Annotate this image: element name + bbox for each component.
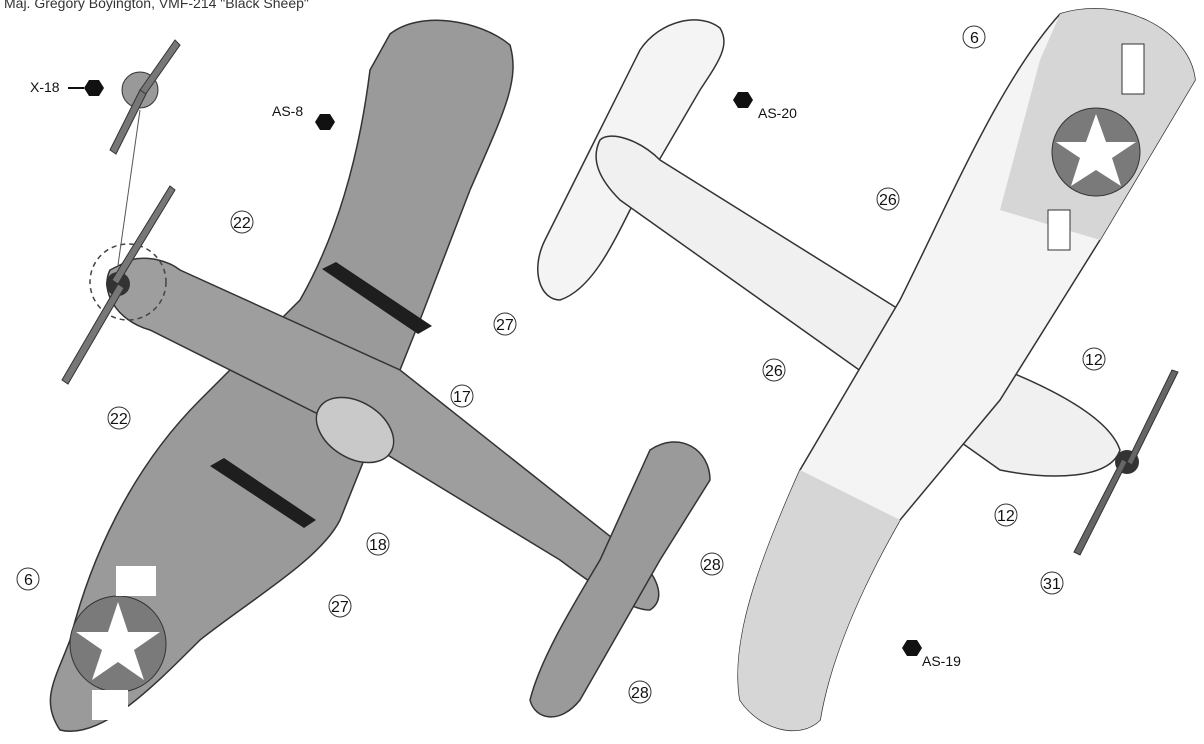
callout-27-lower: 27 <box>328 594 352 618</box>
roundel-bar-bottom <box>92 690 128 720</box>
code-marker-as20: AS-20 <box>733 92 797 121</box>
svg-text:22: 22 <box>110 411 128 428</box>
dark-stripe-upper <box>322 262 432 334</box>
callout-28-upper: 28 <box>700 552 724 576</box>
svg-text:6: 6 <box>970 30 979 47</box>
code-marker-as19: AS-19 <box>902 640 961 669</box>
cowling-highlight <box>89 243 167 321</box>
callout-28-lower: 28 <box>628 680 652 704</box>
code-marker-x18: X-18 <box>30 79 104 96</box>
code-label: AS-8 <box>272 103 303 119</box>
bottom-view-star <box>1056 114 1136 186</box>
top-view-tail <box>529 441 711 718</box>
callout-12-lower: 12 <box>994 503 1018 527</box>
underside-panel-lower <box>738 470 900 731</box>
code-label: X-18 <box>30 79 60 95</box>
callout-12-upper: 12 <box>1082 347 1106 371</box>
callout-27-upper: 27 <box>493 312 517 336</box>
svg-text:6: 6 <box>24 572 33 589</box>
svg-text:12: 12 <box>997 508 1015 525</box>
callout-18: 18 <box>366 532 390 556</box>
propeller-blade-lower <box>61 283 125 385</box>
callout-17: 17 <box>450 384 474 408</box>
svg-text:18: 18 <box>369 537 387 554</box>
callout-26-upper: 26 <box>876 187 900 211</box>
dark-stripe-lower <box>210 458 316 528</box>
bottom-view-aircraft <box>537 8 1196 732</box>
svg-text:22: 22 <box>233 215 251 232</box>
svg-text:26: 26 <box>765 363 783 380</box>
svg-text:17: 17 <box>453 389 471 406</box>
bottom-propeller-blade-b <box>1073 458 1128 556</box>
code-marker-as8: AS-8 <box>272 103 335 130</box>
roundel-bar-top <box>116 566 156 596</box>
svg-text:28: 28 <box>703 557 721 574</box>
svg-text:28: 28 <box>631 685 649 702</box>
page-title: Maj. Gregory Boyington, VMF-214 "Black S… <box>4 0 309 11</box>
propeller-blade-upper <box>111 185 176 285</box>
callout-6-top: 6 <box>16 567 40 591</box>
callout-31: 31 <box>1040 571 1064 595</box>
svg-text:27: 27 <box>331 599 349 616</box>
bottom-roundel-bar-2 <box>1047 209 1071 251</box>
svg-text:12: 12 <box>1085 352 1103 369</box>
code-label: AS-20 <box>758 105 797 121</box>
top-view-star <box>76 602 160 680</box>
top-view-canopy <box>315 396 395 464</box>
top-view-aircraft <box>49 19 711 732</box>
propeller-inset <box>109 39 181 266</box>
svg-text:31: 31 <box>1043 576 1061 593</box>
bottom-roundel-bar <box>1121 43 1145 95</box>
code-label: AS-19 <box>922 653 961 669</box>
callout-22-upper: 22 <box>230 210 254 234</box>
svg-text:26: 26 <box>879 192 897 209</box>
callout-26-lower: 26 <box>762 358 786 382</box>
bottom-propeller-blade-a <box>1126 369 1179 466</box>
callout-22-lower: 22 <box>107 406 131 430</box>
callout-6-bottom: 6 <box>962 25 986 49</box>
svg-text:27: 27 <box>496 317 514 334</box>
